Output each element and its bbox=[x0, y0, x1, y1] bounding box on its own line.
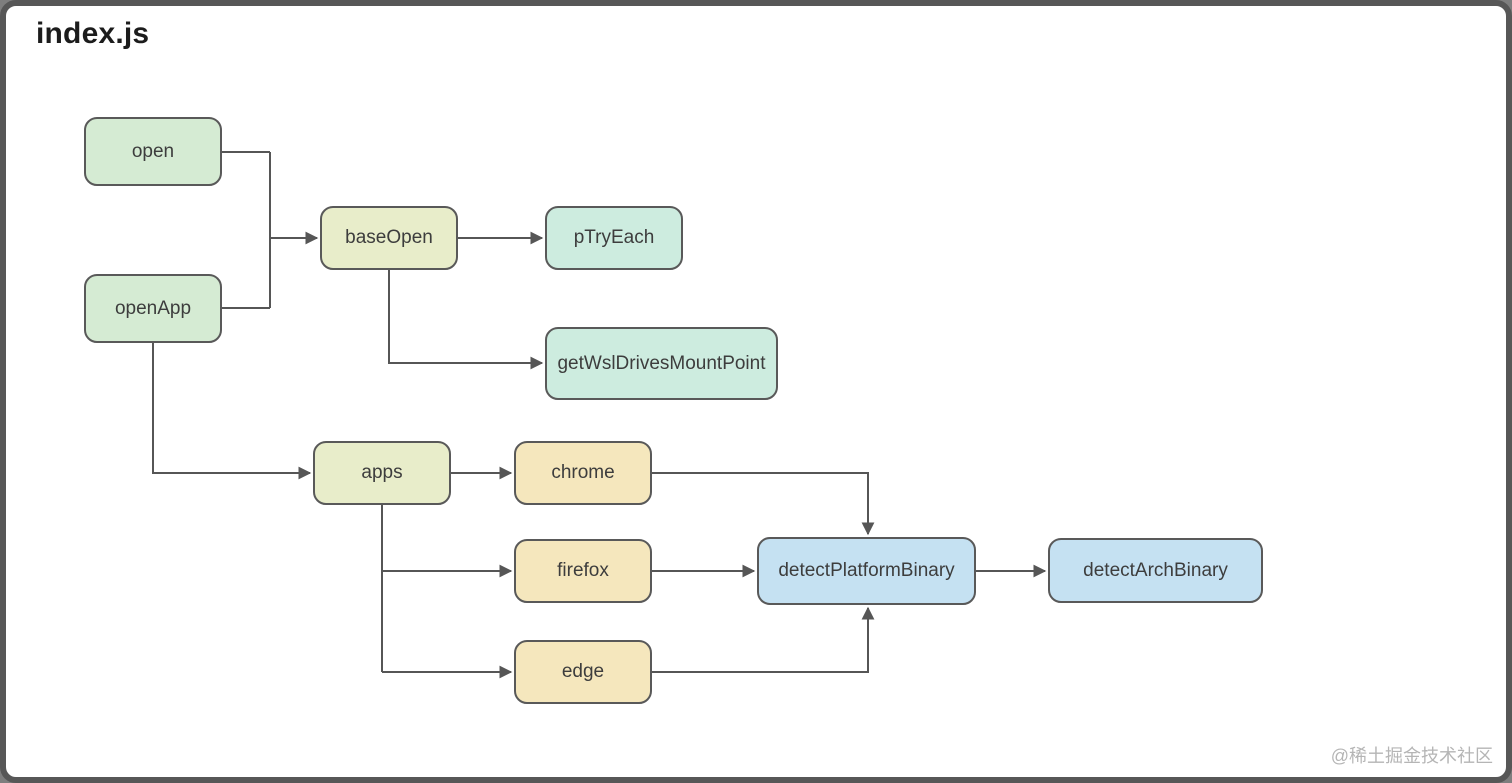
node-detectPlatformBinary: detectPlatformBinary bbox=[757, 537, 976, 605]
node-baseOpen: baseOpen bbox=[320, 206, 458, 270]
node-openApp: openApp bbox=[84, 274, 222, 343]
node-detectArchBinary: detectArchBinary bbox=[1048, 538, 1263, 603]
node-open: open bbox=[84, 117, 222, 186]
node-pTryEach: pTryEach bbox=[545, 206, 683, 270]
node-chrome: chrome bbox=[514, 441, 652, 505]
node-apps: apps bbox=[313, 441, 451, 505]
node-edge: edge bbox=[514, 640, 652, 704]
watermark: @稀土掘金技术社区 bbox=[1330, 746, 1493, 766]
node-getWslDrivesMountPoint: getWslDrivesMountPoint bbox=[545, 327, 778, 400]
node-firefox: firefox bbox=[514, 539, 652, 603]
page-title: index.js bbox=[36, 17, 150, 50]
